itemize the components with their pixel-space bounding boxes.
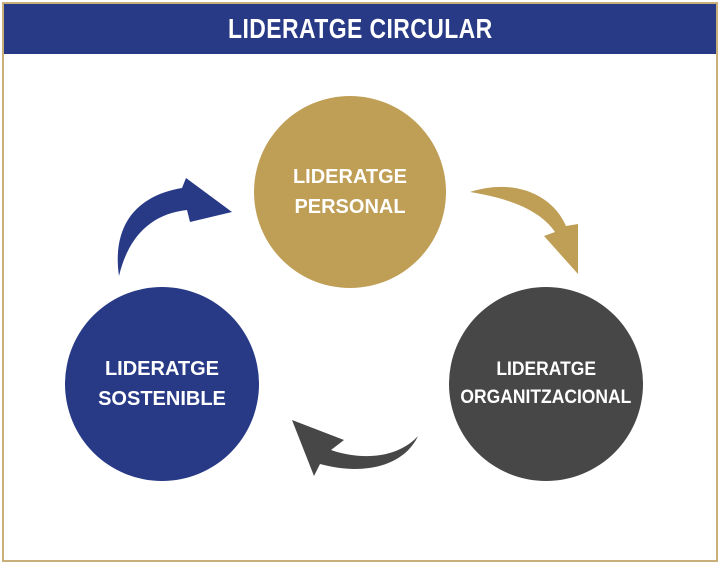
node-organitzacional-line-2: ORGANITZACIONAL xyxy=(460,387,632,408)
node-lideratge-organitzacional: LIDERATGE ORGANITZACIONAL xyxy=(449,287,643,481)
node-lideratge-sostenible: LIDERATGE SOSTENIBLE xyxy=(65,287,259,481)
node-sostenible-line-2: SOSTENIBLE xyxy=(98,388,226,410)
diagram-frame xyxy=(2,2,718,562)
node-personal-line-1: LIDERATGE xyxy=(292,166,408,188)
node-personal-line-2: PERSONAL xyxy=(294,196,406,218)
diagram-title: LIDERATGE CIRCULAR xyxy=(227,13,493,44)
node-organitzacional-line-1: LIDERATGE xyxy=(496,358,596,380)
node-sostenible-line-1: LIDERATGE xyxy=(104,358,220,380)
title-bar: LIDERATGE CIRCULAR xyxy=(4,4,716,54)
node-lideratge-personal: LIDERATGE PERSONAL xyxy=(254,96,446,288)
